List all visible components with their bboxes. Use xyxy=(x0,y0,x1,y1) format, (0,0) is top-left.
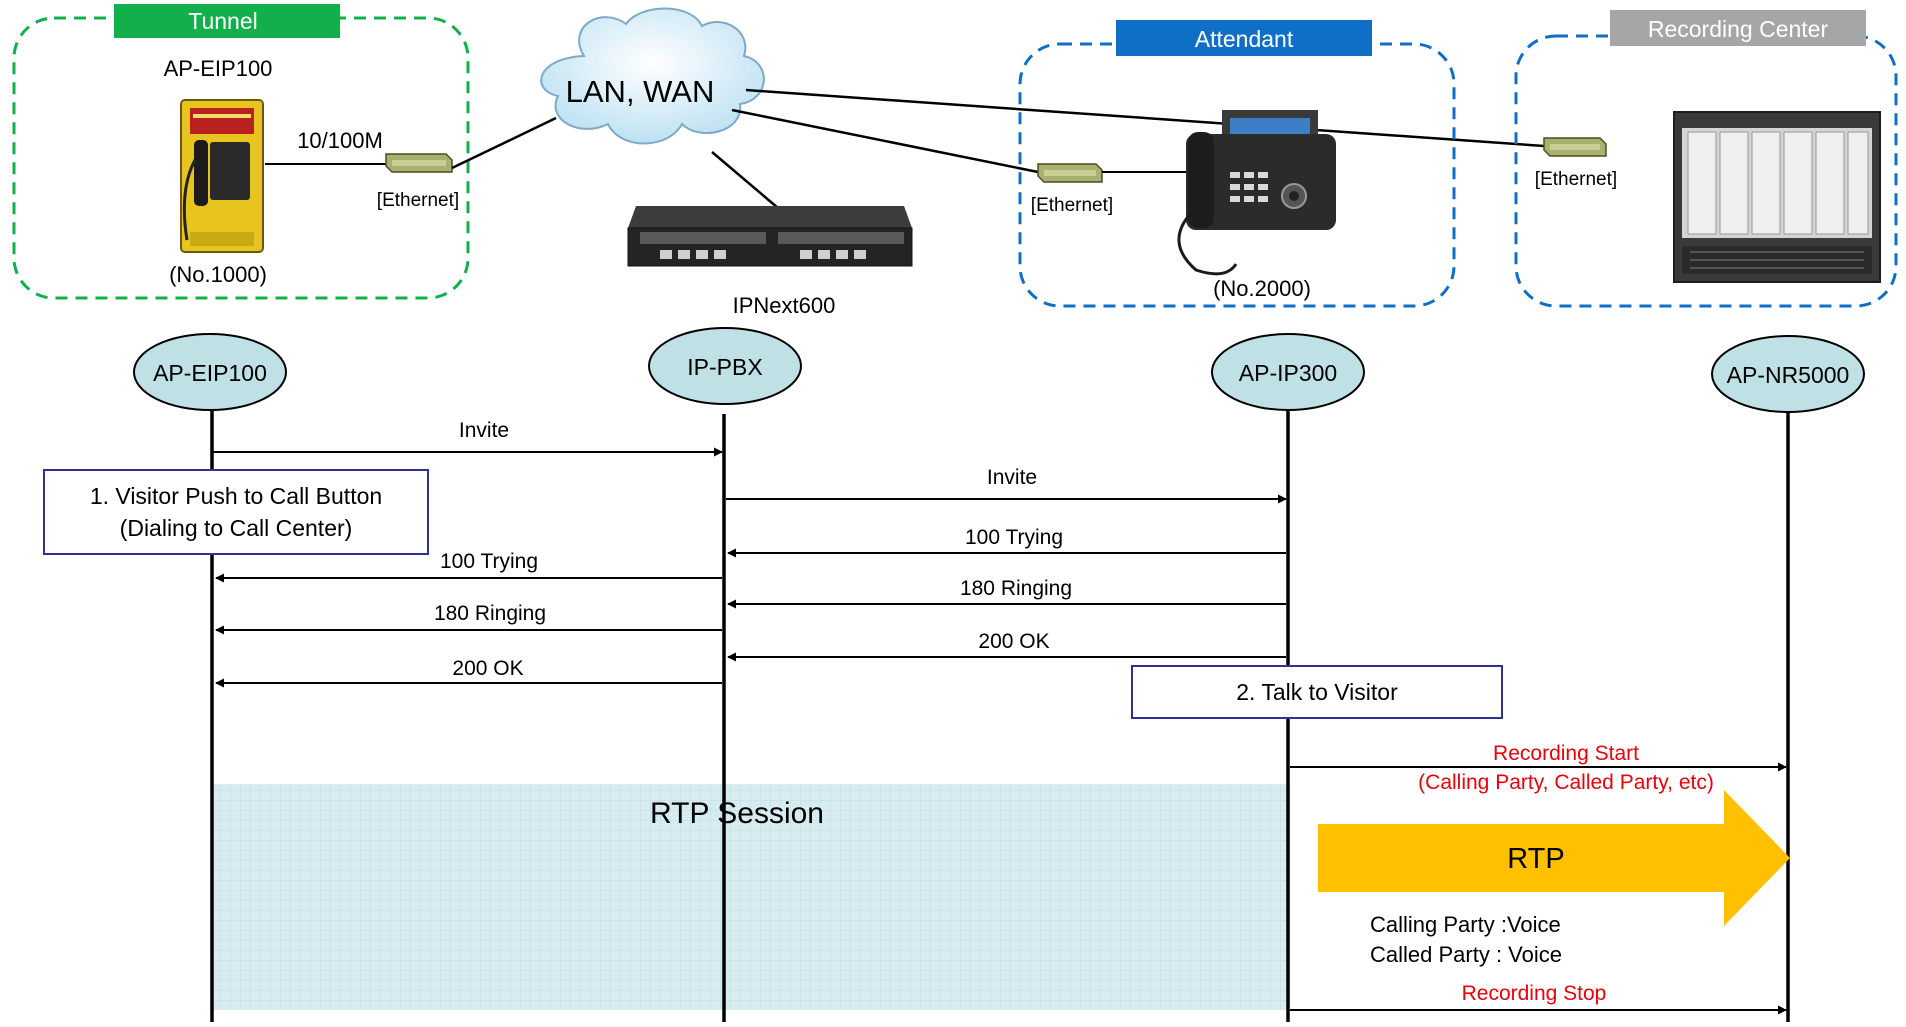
lifeline-head-ap-eip100: AP-EIP100 xyxy=(133,333,287,411)
link-speed-label: 10/100M xyxy=(297,128,383,153)
rtp-session-area xyxy=(212,784,1290,1010)
ethernet-label-3: [Ethernet] xyxy=(1535,169,1617,190)
rtp-stream-arrow: RTP xyxy=(1318,790,1790,926)
message-invite-1-label: Invite xyxy=(459,419,509,442)
lifeline-label-2: IP-PBX xyxy=(687,354,762,380)
recording-start-label: Recording Start xyxy=(1493,742,1639,765)
lifeline-label-3: AP-IP300 xyxy=(1239,360,1337,386)
lifeline-label-1: AP-EIP100 xyxy=(153,360,267,386)
link-cloud-pbx xyxy=(711,151,779,209)
link-tunnel-cloud xyxy=(451,116,557,170)
ethernet-switch-3 xyxy=(1543,137,1607,157)
ethernet-switch-1 xyxy=(385,153,453,173)
attendant-group: Attendant xyxy=(1018,20,1456,308)
recorder-device-image xyxy=(1673,111,1881,283)
note-step-1: 1. Visitor Push to Call Button (Dialing … xyxy=(43,469,429,555)
note-step-1-line-1: 1. Visitor Push to Call Button xyxy=(90,483,382,509)
ethernet-label-1: [Ethernet] xyxy=(377,190,459,211)
door-phone-number: (No.1000) xyxy=(169,262,267,287)
attendant-label: Attendant xyxy=(1195,26,1294,52)
message-ringing-2-label: 180 Ringing xyxy=(960,577,1072,600)
lifeline-head-ip-pbx: IP-PBX xyxy=(648,327,802,405)
tunnel-group: Tunnel xyxy=(12,4,470,300)
note-step-2-text: 2. Talk to Visitor xyxy=(1236,679,1398,705)
ethernet-label-2: [Ethernet] xyxy=(1031,195,1113,216)
link-cloud-recording xyxy=(745,88,1545,148)
rtp-called-party: Called Party : Voice xyxy=(1370,942,1562,967)
ip-phone-image xyxy=(1177,110,1336,276)
link-cloud-attendant xyxy=(731,108,1039,174)
tunnel-label: Tunnel xyxy=(188,8,257,34)
ethernet-switch-2 xyxy=(1037,163,1103,183)
note-step-1-line-2: (Dialing to Call Center) xyxy=(120,515,353,541)
note-step-2: 2. Talk to Visitor xyxy=(1131,665,1503,719)
pbx-model: IPNext600 xyxy=(733,293,836,318)
message-ringing-1-label: 180 Ringing xyxy=(434,602,546,625)
message-invite-2-label: Invite xyxy=(987,466,1037,489)
pbx-device-image xyxy=(627,206,913,267)
lan-wan-cloud xyxy=(540,7,765,145)
recording-center-label: Recording Center xyxy=(1648,16,1829,42)
door-phone-model: AP-EIP100 xyxy=(164,56,273,81)
recording-center-group: Recording Center xyxy=(1514,10,1898,308)
tunnel-label-box xyxy=(114,4,340,38)
recording-stop-label: Recording Stop xyxy=(1462,982,1607,1005)
rtp-calling-party: Calling Party :Voice xyxy=(1370,912,1561,937)
message-trying-2-label: 100 Trying xyxy=(965,526,1063,549)
message-ok-2-label: 200 OK xyxy=(978,630,1049,653)
door-phone-image xyxy=(180,99,264,253)
lifeline-head-ap-ip300: AP-IP300 xyxy=(1211,333,1365,411)
recording-start-detail: (Calling Party, Called Party, etc) xyxy=(1418,771,1714,794)
cloud-label: LAN, WAN xyxy=(566,74,715,109)
rtp-arrow-label: RTP xyxy=(1507,843,1564,875)
lifeline-label-4: AP-NR5000 xyxy=(1727,362,1850,388)
message-trying-1-label: 100 Trying xyxy=(440,550,538,573)
rtp-session-label: RTP Session xyxy=(650,797,824,830)
attendant-label-box xyxy=(1116,20,1372,56)
recording-center-label-box xyxy=(1610,10,1866,46)
ip-phone-number: (No.2000) xyxy=(1213,276,1311,301)
lifeline-head-ap-nr5000: AP-NR5000 xyxy=(1711,335,1865,413)
message-ok-1-label: 200 OK xyxy=(452,657,523,680)
